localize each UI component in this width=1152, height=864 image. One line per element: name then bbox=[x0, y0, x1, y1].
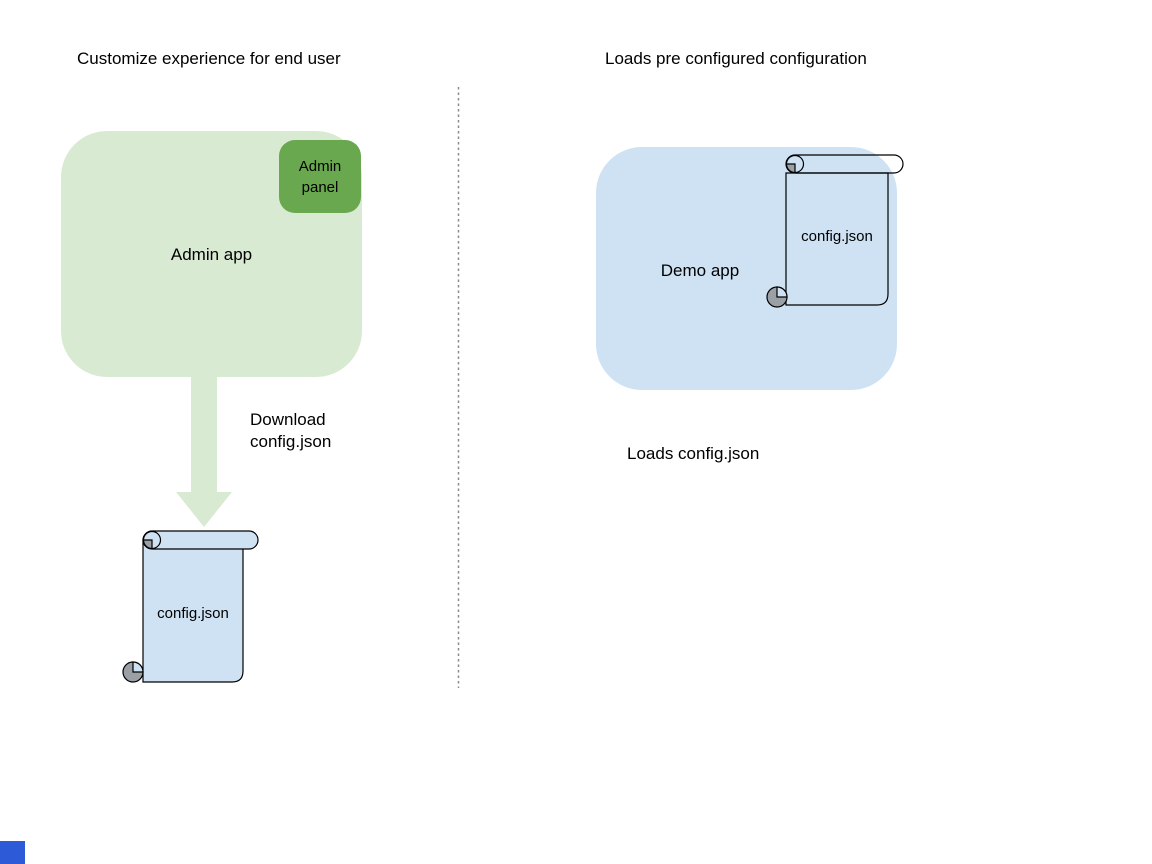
admin-app-label: Admin app bbox=[170, 245, 253, 264]
scroll-top-curl bbox=[142, 530, 162, 550]
loads-config-caption: Loads config.json bbox=[627, 444, 760, 463]
config-file-label-left: config.json bbox=[157, 605, 229, 622]
admin-panel-shape: Admin panel bbox=[279, 140, 361, 213]
scroll-bottom-curl bbox=[122, 661, 144, 683]
corner-marker bbox=[0, 841, 25, 864]
admin-panel-label-line2: panel bbox=[301, 178, 339, 196]
left-section-title: Customize experience for end user bbox=[77, 49, 341, 68]
config-file-label-right: config.json bbox=[801, 228, 873, 245]
scroll-top-curl-shade bbox=[142, 539, 153, 550]
download-arrow-icon bbox=[176, 375, 232, 527]
admin-panel-label-line1: Admin bbox=[298, 157, 342, 175]
download-caption-line1: Download bbox=[250, 410, 326, 429]
demo-app-label: Demo app bbox=[660, 261, 740, 280]
download-caption-line2: config.json bbox=[250, 432, 332, 451]
download-arrow-caption: Download config.json bbox=[250, 409, 331, 453]
scroll-bottom-curl-notch bbox=[132, 661, 144, 673]
right-section-title: Loads pre configured configuration bbox=[605, 49, 867, 68]
scroll-top-roll bbox=[142, 530, 259, 550]
